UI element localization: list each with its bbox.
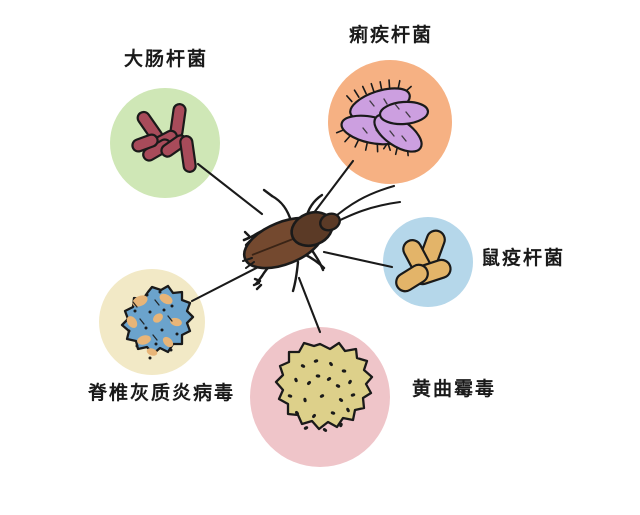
polio-surface-patches	[126, 293, 182, 356]
label-plague: 鼠疫杆菌	[481, 247, 566, 269]
connector-plague	[322, 250, 394, 269]
germ-polio-virion	[120, 284, 195, 360]
label-ecoli: 大肠杆菌	[124, 48, 209, 70]
label-aflatoxin: 黄曲霉毒	[412, 378, 497, 400]
polio-dots	[127, 290, 179, 360]
cockroach-head	[319, 212, 341, 232]
germ-ecoli-rods	[131, 103, 197, 173]
germ-aflatoxin-colony	[274, 341, 374, 432]
connector-dysentery	[311, 159, 355, 216]
label-polio: 脊椎灰质炎病毒	[88, 382, 236, 404]
cockroach-cerci	[242, 257, 255, 269]
aflatoxin-speckles	[287, 359, 356, 432]
germ-dysentery-flagellated	[335, 79, 430, 157]
connector-polio	[190, 260, 270, 303]
connector-lines	[190, 159, 394, 334]
germ-plague-ovals	[395, 229, 452, 293]
cockroach-illustration	[242, 184, 402, 293]
connector-ecoli	[196, 162, 264, 216]
connector-aflatoxin	[297, 276, 322, 334]
label-dysentery: 痢疾杆菌	[349, 24, 434, 46]
